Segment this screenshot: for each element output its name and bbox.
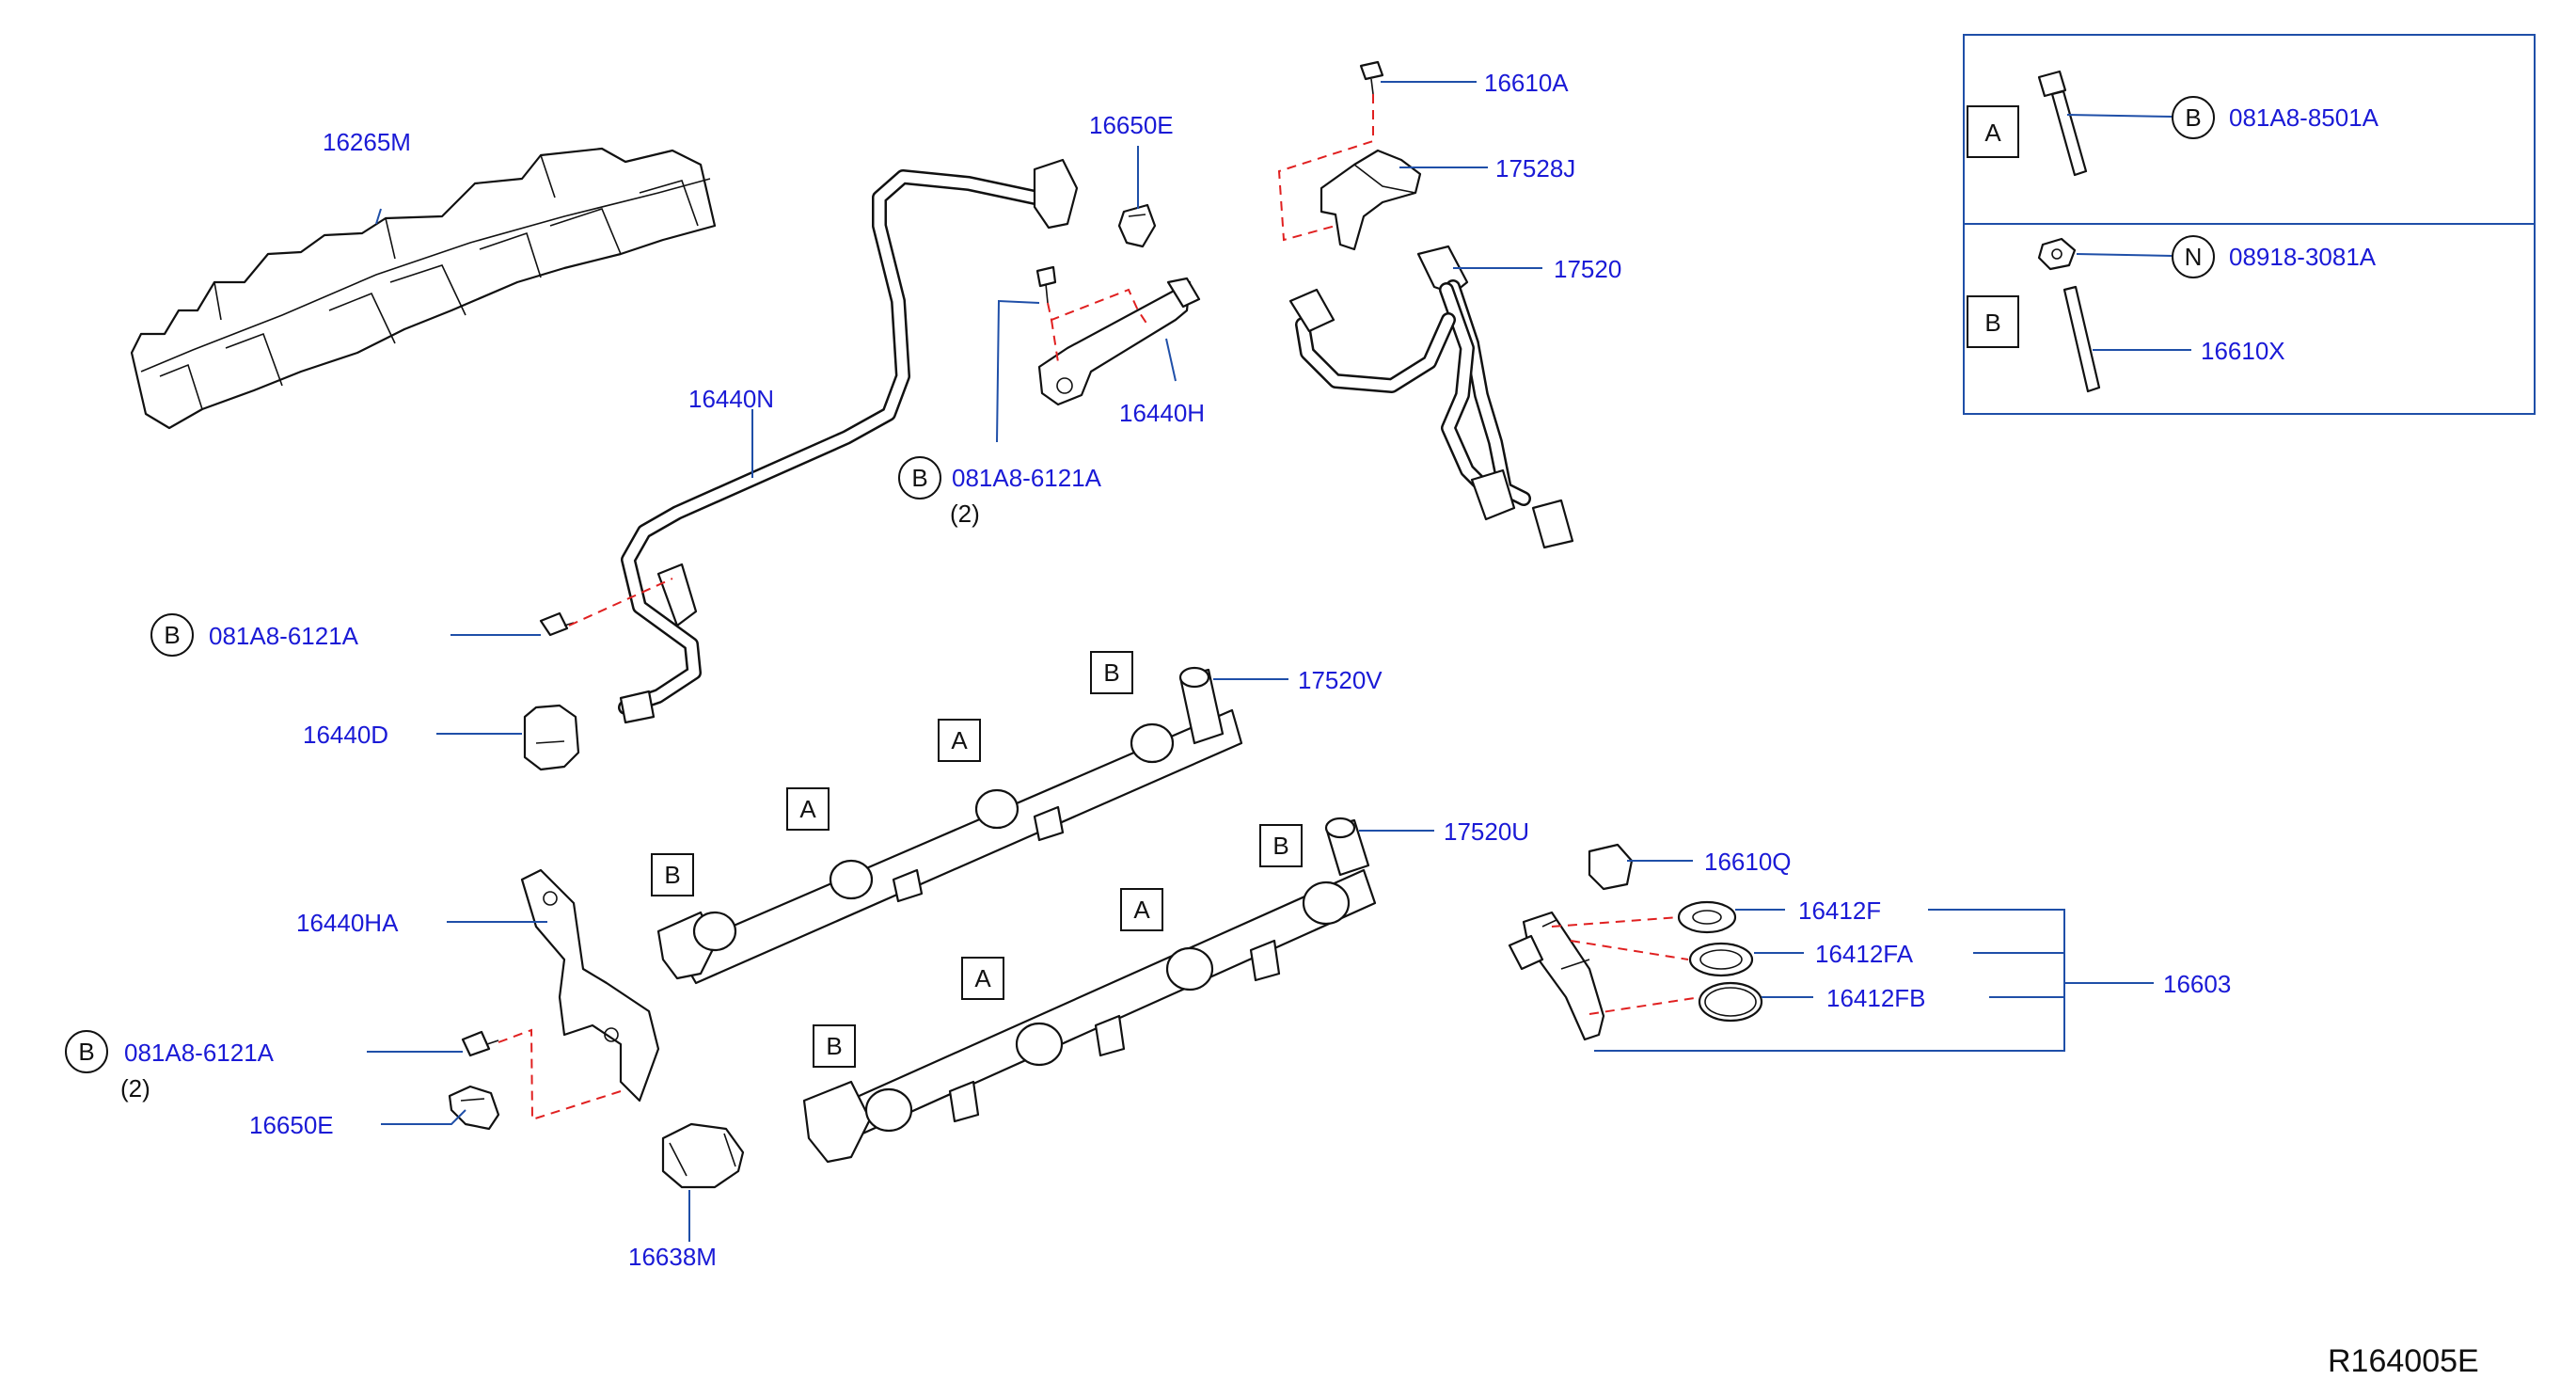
installation-lines [498, 94, 1701, 1121]
bracket-16440H [1037, 277, 1201, 406]
legend-row-b-badge: N [2185, 243, 2203, 271]
label-17520U: 17520U [1444, 817, 1529, 846]
callout-a-1: A [951, 726, 968, 754]
label-16412FA: 16412FA [1815, 940, 1914, 968]
cap-16638M [661, 1122, 745, 1189]
callout-a-3: A [1133, 896, 1150, 924]
badge-b-low: B [78, 1038, 94, 1066]
legend-row-a-box: A [1984, 119, 2001, 147]
legend-row-a-badge: B [2185, 103, 2201, 132]
label-16440D: 16440D [303, 721, 388, 749]
fuel-tube-16440N [618, 158, 1079, 724]
legend-row-b-box: B [1984, 309, 2000, 337]
callout-a-2: A [799, 795, 816, 823]
callout-b-1: B [1103, 658, 1119, 687]
bolt-16610A [1359, 60, 1384, 95]
bolt-081A8-6121A-top [1035, 265, 1057, 304]
legend-box: A B 081A8-8501A B N 08918-3081A 16610X [1963, 34, 2536, 415]
label-16440H: 16440H [1119, 399, 1205, 427]
legend-bolt-a [2037, 70, 2088, 177]
bracket-16440HA [520, 868, 660, 1103]
legend-row-a-part: 081A8-8501A [2229, 103, 2379, 132]
clip-16650E-top [1117, 203, 1157, 248]
seal-16412F [1677, 900, 1737, 934]
label-17520: 17520 [1554, 255, 1621, 283]
callout-b-2: B [664, 861, 680, 889]
qty-top: (2) [950, 500, 980, 528]
label-16265M: 16265M [323, 128, 411, 156]
label-16650E-top: 16650E [1089, 111, 1174, 139]
label-16650E-low: 16650E [249, 1111, 334, 1139]
bolt-081A8-6121A-low [461, 1030, 499, 1057]
part-labels: 16265M 16440N 16650E 16440H 16610A 17528… [120, 69, 2231, 1271]
harness-17520 [1288, 245, 1574, 549]
bracket-17528J [1320, 149, 1422, 251]
leader-lines [367, 81, 2154, 1242]
fuel-rail-upper-17520V [656, 666, 1243, 985]
callout-b-4: B [826, 1032, 842, 1060]
seal-16412FB [1698, 981, 1763, 1023]
label-16412FB: 16412FB [1826, 984, 1926, 1012]
spacer-16610Q [1588, 843, 1634, 891]
clip-16650E-low [448, 1085, 500, 1131]
legend-row-b-part1: 08918-3081A [2229, 243, 2377, 271]
label-16440HA: 16440HA [296, 909, 399, 937]
bolt-081A8-6121A-mid [539, 611, 575, 637]
label-16603: 16603 [2163, 970, 2231, 998]
injector-16603 [1508, 911, 1605, 1041]
badge-b-mid: B [164, 621, 180, 649]
legend-row-b-part2: 16610X [2201, 337, 2285, 365]
reference-code: R164005E [2328, 1343, 2479, 1379]
qty-low: (2) [120, 1074, 150, 1103]
legend-stud [2062, 285, 2101, 393]
label-16610Q: 16610Q [1704, 848, 1792, 876]
label-081A8-6121A-low: 081A8-6121A [124, 1039, 275, 1067]
label-16638M: 16638M [628, 1243, 717, 1271]
callout-boxes: B A A B B A A B [651, 651, 1303, 1068]
label-081A8-6121A-mid: 081A8-6121A [209, 622, 359, 650]
callout-b-3: B [1272, 832, 1288, 860]
legend-box-b [1967, 295, 2019, 348]
circle-badges: B B B [65, 456, 941, 1073]
engine-cover-16265M [130, 147, 717, 430]
cushion-16440D [523, 704, 580, 771]
label-17520V: 17520V [1298, 666, 1383, 694]
legend-nut [2037, 237, 2077, 271]
label-16440N: 16440N [688, 385, 774, 413]
seal-16412FA [1688, 942, 1754, 977]
label-081A8-6121A-top: 081A8-6121A [952, 464, 1102, 492]
fuel-rail-lower-17520U [802, 817, 1377, 1164]
legend-box-a [1967, 105, 2019, 158]
label-16610A: 16610A [1484, 69, 1569, 97]
callout-a-4: A [974, 964, 991, 992]
label-16412F: 16412F [1798, 896, 1881, 925]
label-17528J: 17528J [1495, 154, 1575, 182]
badge-b-top: B [911, 464, 927, 492]
